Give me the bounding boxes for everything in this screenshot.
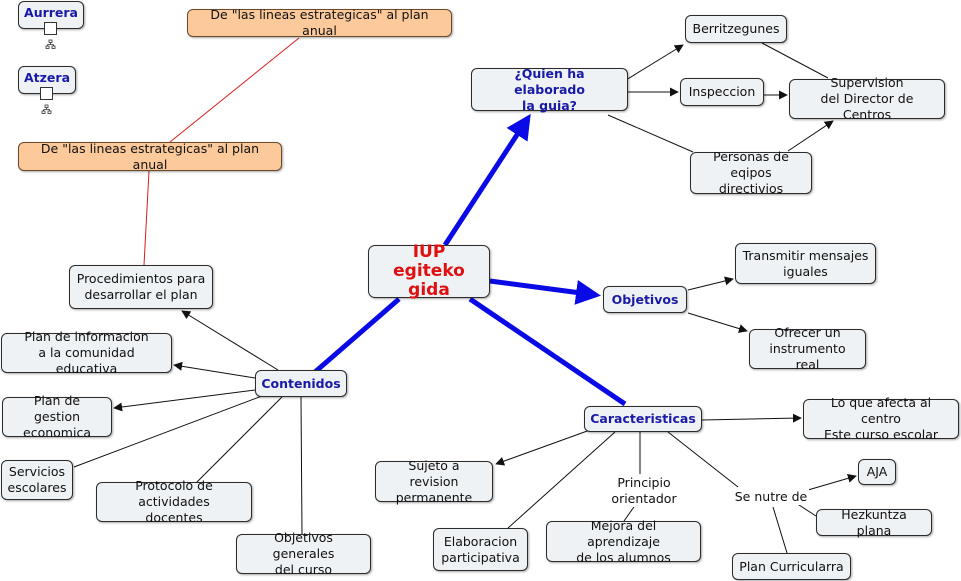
aurrera-label: Aurrera [24,5,78,20]
inspeccion-node[interactable]: Inspeccion [680,78,764,106]
link [795,502,817,517]
quien-node[interactable]: ¿Quien ha elaborado la guia? [471,66,628,113]
protocolo-node[interactable]: Protocolo de actividades docentes [96,478,252,525]
main-link-objetivos [489,278,601,305]
link [181,310,279,371]
link [507,431,616,529]
main-link-caracteristicas [468,296,627,407]
elaboracion-node[interactable]: Elaboracion participativa [433,528,528,571]
link [173,361,256,379]
gestion-node[interactable]: Plan de gestion economica [2,393,112,440]
curricular-node[interactable]: Plan Curricularra [732,553,851,580]
note-left[interactable]: De "las lineas estrategicas" al plan anu… [18,141,282,172]
mejora-node[interactable]: Mejora del aprendizaje de los alumnos [546,518,701,565]
principio-label: Principio orientador [606,475,682,507]
root-node[interactable]: IUP egiteko gida [368,243,490,300]
link [195,396,283,484]
link [607,114,694,153]
link [113,389,256,412]
link [495,429,591,466]
contenidos-node[interactable]: Contenidos [255,370,347,397]
link [787,120,834,152]
sujeto-node[interactable]: Sujeto a revision permanente [375,458,493,505]
note-link [169,37,300,143]
link [687,312,748,333]
caracteristicas-node[interactable]: Caracteristicas [584,406,702,432]
hezkuntza-node[interactable]: Hezkuntza plana [816,507,932,538]
link [772,506,788,554]
link [687,276,734,291]
ofrecer-node[interactable]: Ofrecer un instrumento real [749,325,866,372]
afecta-node[interactable]: Lo que afecta al centro Este curso escol… [803,395,959,442]
berritzegunes-node[interactable]: Berritzegunes [685,15,787,43]
informacion-node[interactable]: Plan de informacion a la comunidad educa… [1,329,172,376]
map-icon[interactable] [40,87,53,114]
servicios-node[interactable]: Servicios escolares [1,460,73,500]
aurrera-button[interactable]: Aurrera [18,1,84,49]
link [667,431,739,488]
link [73,395,263,468]
aja-node[interactable]: AJA [858,459,896,485]
link [761,42,829,79]
main-link-quien [442,113,531,247]
link [701,413,802,423]
nutre-label: Se nutre de [733,489,809,505]
generales-node[interactable]: Objetivos generales del curso [236,530,371,577]
main-link-contenidos [313,297,401,374]
map-icon[interactable] [44,22,57,49]
link [807,473,857,491]
note-top[interactable]: De "las lineas estrategicas" al plan anu… [187,7,452,38]
objetivos-node[interactable]: Objetivos [603,286,687,313]
atzera-label: Atzera [24,70,71,85]
personas-node[interactable]: Personas de eqipos directivios [690,149,812,196]
transmitir-node[interactable]: Transmitir mensajes iguales [735,243,876,284]
atzera-button[interactable]: Atzera [18,66,76,114]
link [625,44,684,81]
link [300,396,303,535]
supervision-node[interactable]: Supervision del Director de Centros [789,75,945,122]
note-link [143,170,150,266]
procedimientos-node[interactable]: Procedimientos para desarrollar el plan [69,265,213,309]
